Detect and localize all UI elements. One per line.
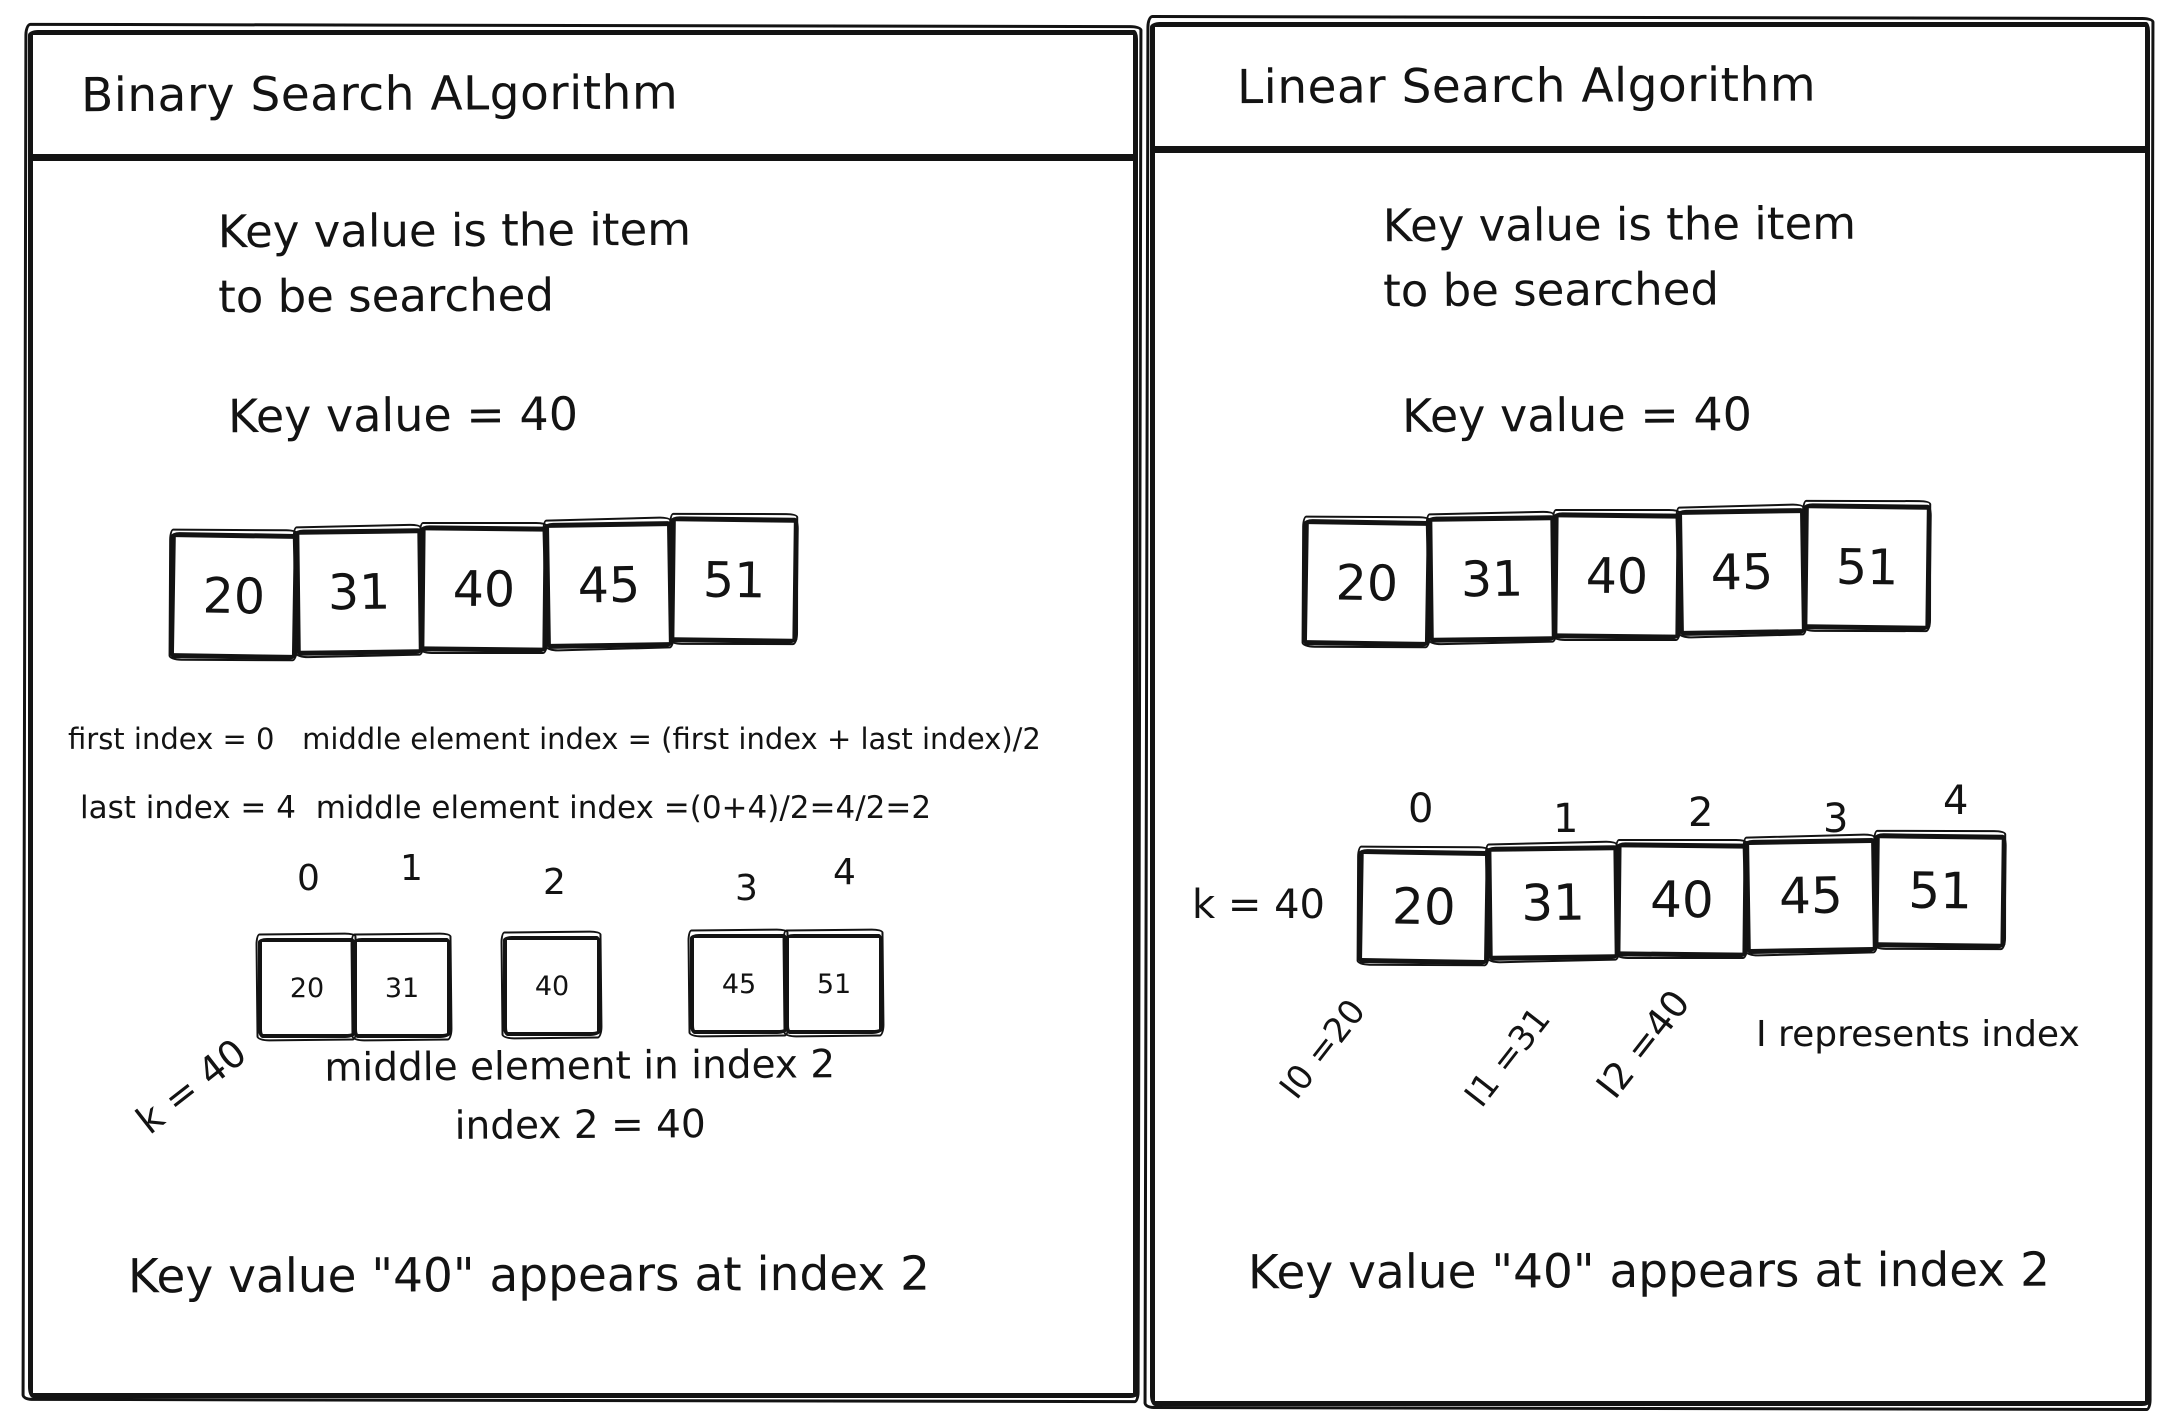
array-cell: 51 (669, 516, 799, 644)
linear-search-panel: Linear Search Algorithm (1150, 22, 2150, 1406)
binary-intro-text: Key value is the item to be searched (218, 197, 692, 330)
indexed-array-index-label: 1 (1553, 796, 1579, 842)
binary-conclusion: Key value "40" appears at index 2 (127, 1246, 931, 1305)
array-cell: 45 (543, 521, 674, 649)
binary-middle-note: middle element in index 2 index 2 = 40 (290, 1036, 871, 1157)
binary-array-row: 20 31 40 45 51 (168, 516, 799, 660)
array-cell: 51 (1873, 833, 2007, 949)
binary-formula-line2: last index = 4 middle element index =(0+… (80, 790, 932, 826)
split-index-label: 2 (543, 862, 566, 903)
indexed-array-index-label: 2 (1688, 790, 1714, 836)
array-cell: 20 (168, 532, 299, 660)
split-group-middle: 40 (503, 936, 601, 1036)
array-cell: 31 (1427, 515, 1557, 643)
linear-k-label: k = 40 (1192, 882, 1326, 928)
index-note: I represents index (1756, 1014, 2080, 1055)
indexed-array-index-label: 4 (1943, 778, 1969, 824)
array-cell: 31 (294, 528, 424, 656)
split-group-left: 20 31 (258, 938, 451, 1038)
linear-intro-line2: to be searched (1383, 262, 1720, 318)
linear-key-value: Key value = 40 (1401, 387, 1753, 443)
binary-intro-line2: to be searched (218, 268, 555, 324)
array-cell: 51 (1802, 503, 1932, 631)
split-index-label: 4 (833, 852, 856, 893)
binary-panel-title: Binary Search ALgorithm (80, 65, 679, 124)
array-cell: 40 (419, 525, 549, 653)
array-cell: 20 (1301, 519, 1432, 647)
linear-conclusion: Key value "40" appears at index 2 (1247, 1242, 2051, 1301)
array-cell: 20 (1356, 848, 1491, 966)
split-cell: 40 (503, 936, 601, 1036)
binary-middle-note-line1: middle element in index 2 (324, 1042, 836, 1091)
linear-intro-line1: Key value is the item (1382, 196, 1857, 253)
linear-intro-text: Key value is the item to be searched (1383, 191, 1857, 324)
indexed-array-index-label: 0 (1408, 786, 1434, 832)
linear-panel-title: Linear Search Algorithm (1236, 57, 1817, 116)
binary-intro-line1: Key value is the item (217, 202, 692, 259)
split-index-label: 3 (735, 868, 758, 909)
array-cell: 45 (1744, 837, 1878, 955)
array-cell: 40 (1552, 512, 1682, 640)
binary-key-value: Key value = 40 (227, 386, 579, 444)
linear-indexed-array-row: 20 31 40 45 51 (1356, 833, 2007, 966)
linear-panel-titlebar: Linear Search Algorithm (1155, 27, 2145, 153)
array-cell: 45 (1676, 508, 1807, 636)
split-cell: 20 (258, 938, 356, 1038)
indexed-array-index-label: 3 (1823, 796, 1849, 842)
binary-panel-titlebar: Binary Search ALgorithm (33, 35, 1133, 161)
split-index-label: 1 (400, 848, 423, 889)
binary-search-panel: Binary Search ALgorithm (28, 30, 1138, 1398)
binary-formula-line1: first index = 0 middle element index = (… (68, 722, 1041, 756)
array-cell: 40 (1615, 842, 1749, 958)
split-cell: 31 (353, 938, 451, 1038)
binary-middle-note-line2: index 2 = 40 (454, 1101, 706, 1149)
linear-array-row: 20 31 40 45 51 (1301, 503, 1932, 647)
split-index-label: 0 (297, 858, 320, 899)
split-group-right: 45 51 (690, 934, 883, 1034)
array-cell: 31 (1486, 845, 1620, 961)
split-cell: 45 (690, 934, 788, 1034)
split-cell: 51 (785, 934, 883, 1034)
